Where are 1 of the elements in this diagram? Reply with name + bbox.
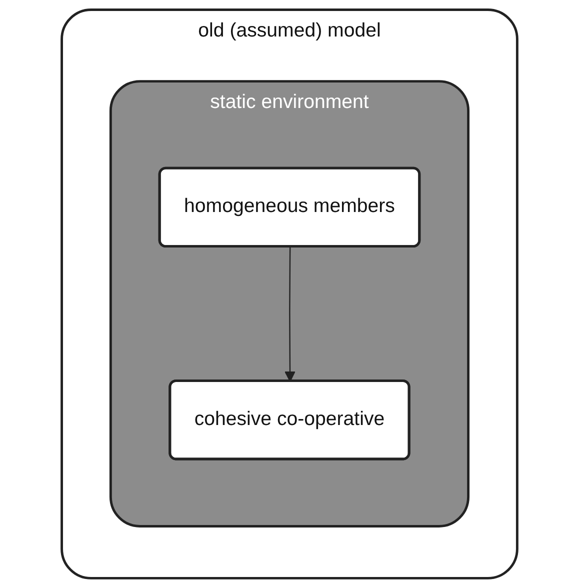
- arrow: [284, 246, 296, 382]
